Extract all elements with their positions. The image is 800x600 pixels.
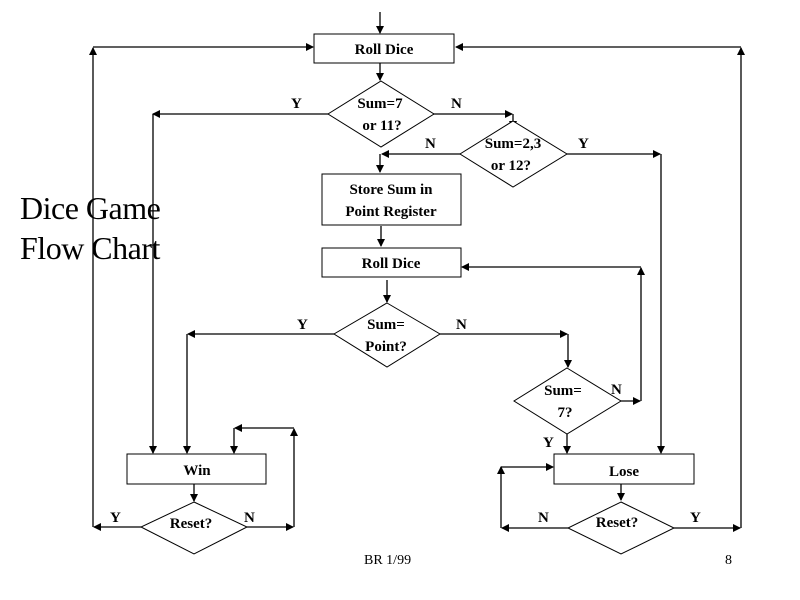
label-sumpoint-yes: Y (297, 317, 308, 333)
label-sum7-no: N (611, 382, 622, 398)
node-reset-lose-label: Reset? (596, 515, 638, 531)
node-roll-dice-2: Roll Dice (321, 247, 462, 278)
node-sum-7-line1: Sum= (544, 383, 582, 399)
node-win: Win (126, 453, 267, 485)
node-reset-win: Reset? (139, 501, 249, 555)
label-sum2312-yes: Y (578, 136, 589, 152)
node-lose: Lose (553, 453, 695, 485)
node-sum-point-line1: Sum= (367, 317, 405, 333)
node-sum-point-line2: Point? (365, 339, 407, 355)
label-sum711-no: N (451, 96, 462, 112)
node-sum-2-3-12-line2: or 12? (491, 158, 531, 174)
title-line-1: Dice Game (20, 190, 161, 226)
connectors (89, 12, 745, 532)
node-sum-7-or-11: Sum=7 or 11? (327, 80, 435, 148)
node-win-label: Win (183, 463, 211, 479)
title-line-2: Flow Chart (20, 230, 160, 266)
node-roll-dice-1-label: Roll Dice (355, 42, 414, 58)
node-sum-7: Sum= 7? (513, 367, 622, 435)
node-sum-2-3-12-line1: Sum=2,3 (485, 136, 541, 152)
node-store-sum-line1: Store Sum in (349, 182, 433, 198)
footer-author-date: BR 1/99 (364, 553, 412, 568)
node-sum-point: Sum= Point? (333, 302, 441, 368)
node-sum-7-or-11-line2: or 11? (362, 118, 401, 134)
label-resetlose-yes: Y (690, 510, 701, 526)
node-sum-2-3-12: Sum=2,3 or 12? (459, 120, 568, 188)
footer-page-number: 8 (725, 553, 732, 568)
edge-labels: Y N N Y Y N N Y Y N N Y (110, 96, 701, 526)
node-store-sum-line2: Point Register (345, 204, 437, 220)
label-sumpoint-no: N (456, 317, 467, 333)
label-resetlose-no: N (538, 510, 549, 526)
node-sum-7-or-11-line1: Sum=7 (357, 96, 403, 112)
node-lose-label: Lose (609, 464, 639, 480)
slide-title: Dice Game Flow Chart (20, 188, 161, 268)
label-resetwin-yes: Y (110, 510, 121, 526)
node-reset-win-label: Reset? (170, 516, 212, 532)
node-roll-dice-2-label: Roll Dice (362, 256, 421, 272)
node-store-sum: Store Sum in Point Register (321, 173, 462, 226)
label-sum2312-no: N (425, 136, 436, 152)
node-reset-lose: Reset? (566, 501, 676, 555)
node-roll-dice-1: Roll Dice (313, 33, 455, 64)
label-resetwin-no: N (244, 510, 255, 526)
label-sum711-yes: Y (291, 96, 302, 112)
node-sum-7-line2: 7? (558, 405, 573, 421)
label-sum7-yes: Y (543, 435, 554, 451)
